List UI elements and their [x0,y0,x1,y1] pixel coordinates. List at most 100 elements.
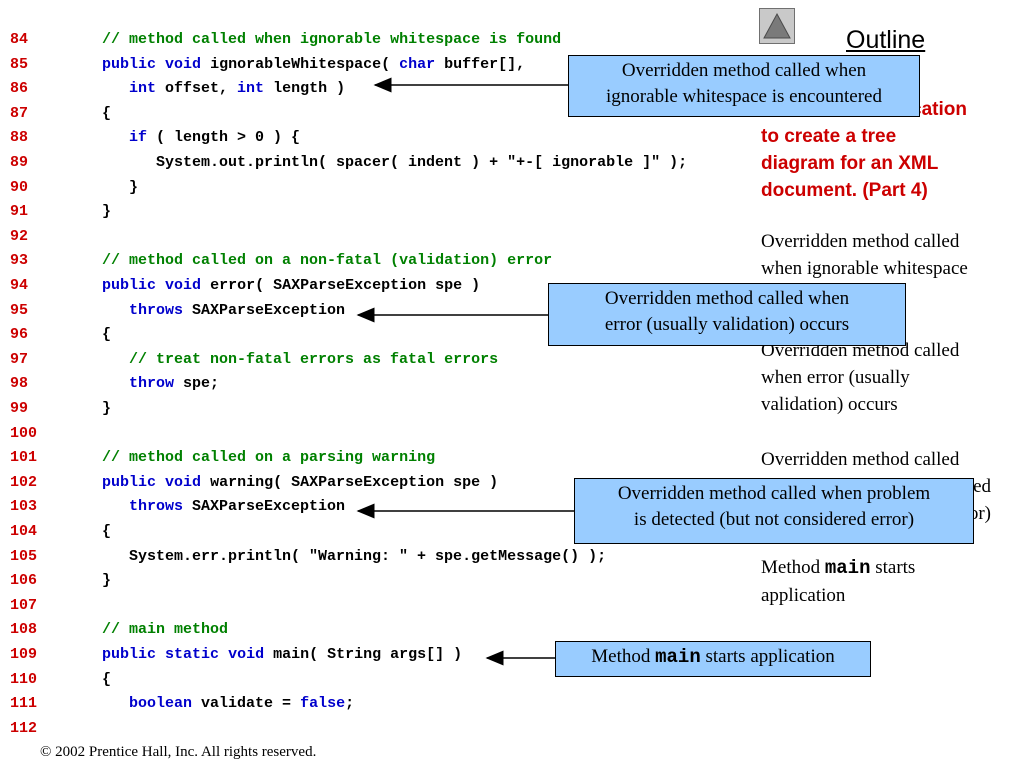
code-token: ignorableWhitespace( [201,55,400,73]
code-token: SAXParseException [183,498,346,516]
code-token [75,129,129,146]
outline-title[interactable]: Outline [846,26,926,54]
code-token: offset, [156,80,238,98]
code-text: { [75,668,111,692]
code-text: } [75,569,111,593]
note-text: Method [761,557,825,578]
line-number: 108 [10,621,38,639]
line-number: 99 [10,400,29,417]
code-text: int offset, int length ) [75,77,345,101]
line-number: 104 [10,523,38,540]
code-token [75,277,102,294]
outline-note-1: Overridden method called when ignorable … [761,228,1011,282]
code-token: validate = [192,695,301,713]
line-number: 97 [10,350,29,368]
line-number: 91 [10,203,29,221]
keyword: int [237,80,265,98]
code-token: { [75,670,112,688]
code-token: } [75,178,139,196]
code-token [156,474,165,491]
outline-note-3: Overridden method called ed or) [761,446,1011,527]
caption-line: cation [911,99,967,120]
keyword: throw [129,375,175,393]
copyright-notice: © 2002 Prentice Hall, Inc. All rights re… [40,744,317,760]
code-token [75,351,129,368]
keyword: void [228,646,265,663]
code-text: } [75,200,111,224]
code-token [75,375,129,392]
outline-note-2: Overridden method called when error (usu… [761,337,1011,418]
comment: // method called on a parsing warning [102,449,436,467]
callout-text: starts application [700,646,835,667]
note-line: Method main starts [761,554,1011,582]
callout-line: Overridden method called when problem [617,483,931,504]
code-token [75,302,129,319]
keyword: false [300,695,346,713]
callout-error: Overridden method called when error (usu… [548,283,906,346]
callout-ignorable-whitespace: Overridden method called when ignorable … [568,55,920,117]
code-token: } [75,203,112,221]
line-number: 106 [10,572,38,590]
callout-line: Overridden method called when [621,60,867,81]
line-number: 95 [10,301,29,319]
previous-slide-button[interactable] [759,8,795,44]
keyword: void [165,277,202,294]
code-text: System.out.println( spacer( indent ) + "… [75,151,687,175]
callout-line: Overridden method called when [604,288,850,309]
note-line: Overridden method called [761,231,960,252]
code-token [156,646,165,663]
keyword: throws [129,301,184,319]
code-text: public static void main( String args[] ) [75,643,462,667]
line-number: 102 [10,473,38,491]
code-token: spe; [174,375,220,393]
code-token: length ) [264,80,346,98]
code-text: { [75,520,111,544]
note-line: when ignorable whitespace [761,258,968,279]
line-number: 100 [10,424,38,442]
comment: // method called when ignorable whitespa… [102,31,562,48]
code-text: // method called on a non-fatal (validat… [75,249,552,273]
line-number: 90 [10,178,29,196]
line-number: 96 [10,326,29,344]
code-token: { [75,104,112,122]
note-line: Overridden method called [761,449,960,470]
code-text: } [75,397,111,421]
line-number: 101 [10,449,38,467]
line-number: 93 [10,252,29,270]
code-text: } [75,176,138,200]
outline-note-4: Method main starts application [761,554,1011,609]
note-line: ed [973,476,991,497]
code-token: { [75,523,112,540]
code-text: public void warning( SAXParseException s… [75,471,498,495]
line-number: 86 [10,80,29,98]
code-text: { [75,323,111,347]
keyword: if [129,129,148,147]
line-number: 92 [10,227,29,245]
code-text: throws SAXParseException [75,495,345,519]
caption-line: to create a tree [761,126,897,147]
code-text: if ( length > 0 ) { [75,126,300,150]
line-number: 103 [10,498,38,516]
callout-warning: Overridden method called when problem is… [574,478,974,544]
line-number: 89 [10,154,29,171]
keyword: char [399,55,436,73]
line-number: 85 [10,55,29,73]
code-token [75,695,129,712]
code-text: // method called when ignorable whitespa… [75,28,561,52]
line-number: 112 [10,719,38,737]
line-number: 109 [10,646,38,663]
code-text: boolean validate = false; [75,692,354,716]
code-token [156,277,165,294]
line-number: 105 [10,547,38,565]
line-number: 110 [10,670,38,688]
code-text: throw spe; [75,372,219,396]
code-token [156,56,165,73]
keyword: void [165,55,202,73]
code-text: throws SAXParseException [75,299,345,323]
note-line: or) [968,503,991,524]
code-text: public void error( SAXParseException spe… [75,274,480,298]
keyword: public [102,277,157,294]
comment: // method called on a non-fatal (validat… [102,252,553,270]
keyword: void [165,473,202,491]
code-token [75,31,102,48]
